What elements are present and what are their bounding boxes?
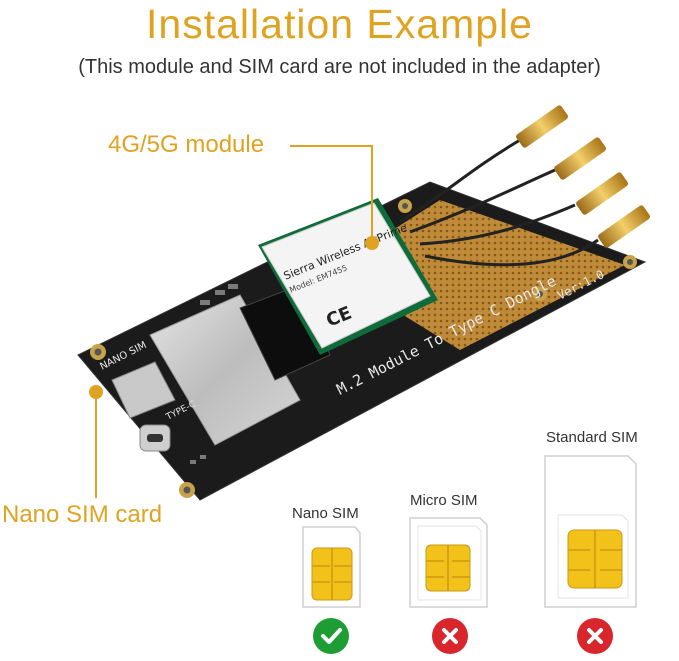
x-icon: [577, 618, 613, 654]
antenna-cables: [399, 138, 599, 267]
module-card: Sierra Wireless AirPrime Model: EM7455 C…: [258, 198, 438, 355]
module-callout-label: 4G/5G module: [108, 131, 265, 158]
sim-label-nano: Nano SIM: [292, 505, 359, 522]
sma-connectors: [516, 105, 650, 248]
x-icon: [432, 618, 468, 654]
check-icon: [313, 618, 349, 654]
sim-slot: [111, 361, 176, 419]
callout-lines: [95, 145, 373, 498]
module-callout-dot: [365, 236, 379, 250]
page-subtitle: (This module and SIM card are not includ…: [78, 56, 601, 78]
nano-sim-card-callout-label: Nano SIM card: [2, 501, 163, 528]
sim-callout-dot: [89, 385, 103, 399]
sim-card-nano: [302, 526, 361, 608]
sim-card-micro: [409, 517, 488, 608]
page-title: Installation Example: [146, 1, 533, 47]
metal-shield: [149, 294, 301, 446]
smd-components: [190, 284, 238, 464]
sim-label-micro: Micro SIM: [410, 492, 478, 509]
mount-holes: [90, 199, 637, 498]
sim-card-standard: [544, 455, 637, 608]
sim-label-standard: Standard SIM: [546, 429, 638, 446]
